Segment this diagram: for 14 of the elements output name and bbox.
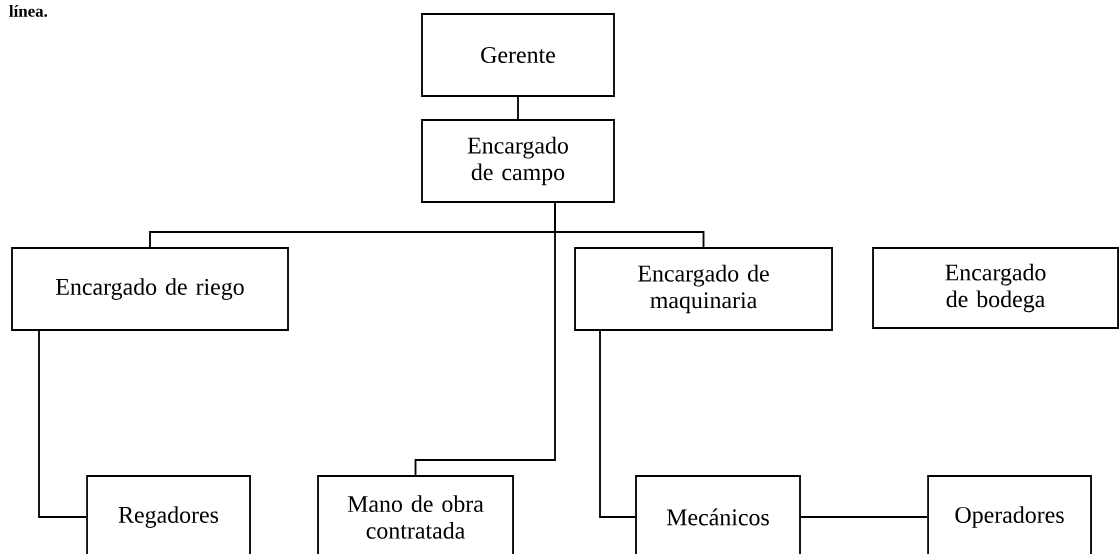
- connector-line: [599, 330, 636, 518]
- org-box: Encargado de riego: [11, 247, 289, 331]
- org-box: Encargado de bodega: [872, 247, 1119, 329]
- org-box: Mano de obra contratada: [317, 475, 514, 554]
- connector-line: [517, 96, 519, 120]
- note-text: línea.: [9, 4, 48, 17]
- connector-line: [800, 516, 929, 518]
- org-box: Gerente: [421, 13, 615, 97]
- org-box: Encargado de maquinaria: [574, 247, 833, 331]
- org-box: Regadores: [86, 475, 251, 554]
- connector-line: [38, 330, 88, 518]
- org-box: Mecánicos: [635, 475, 801, 554]
- org-box: Operadores: [927, 475, 1092, 554]
- org-box: Encargado de campo: [421, 119, 615, 203]
